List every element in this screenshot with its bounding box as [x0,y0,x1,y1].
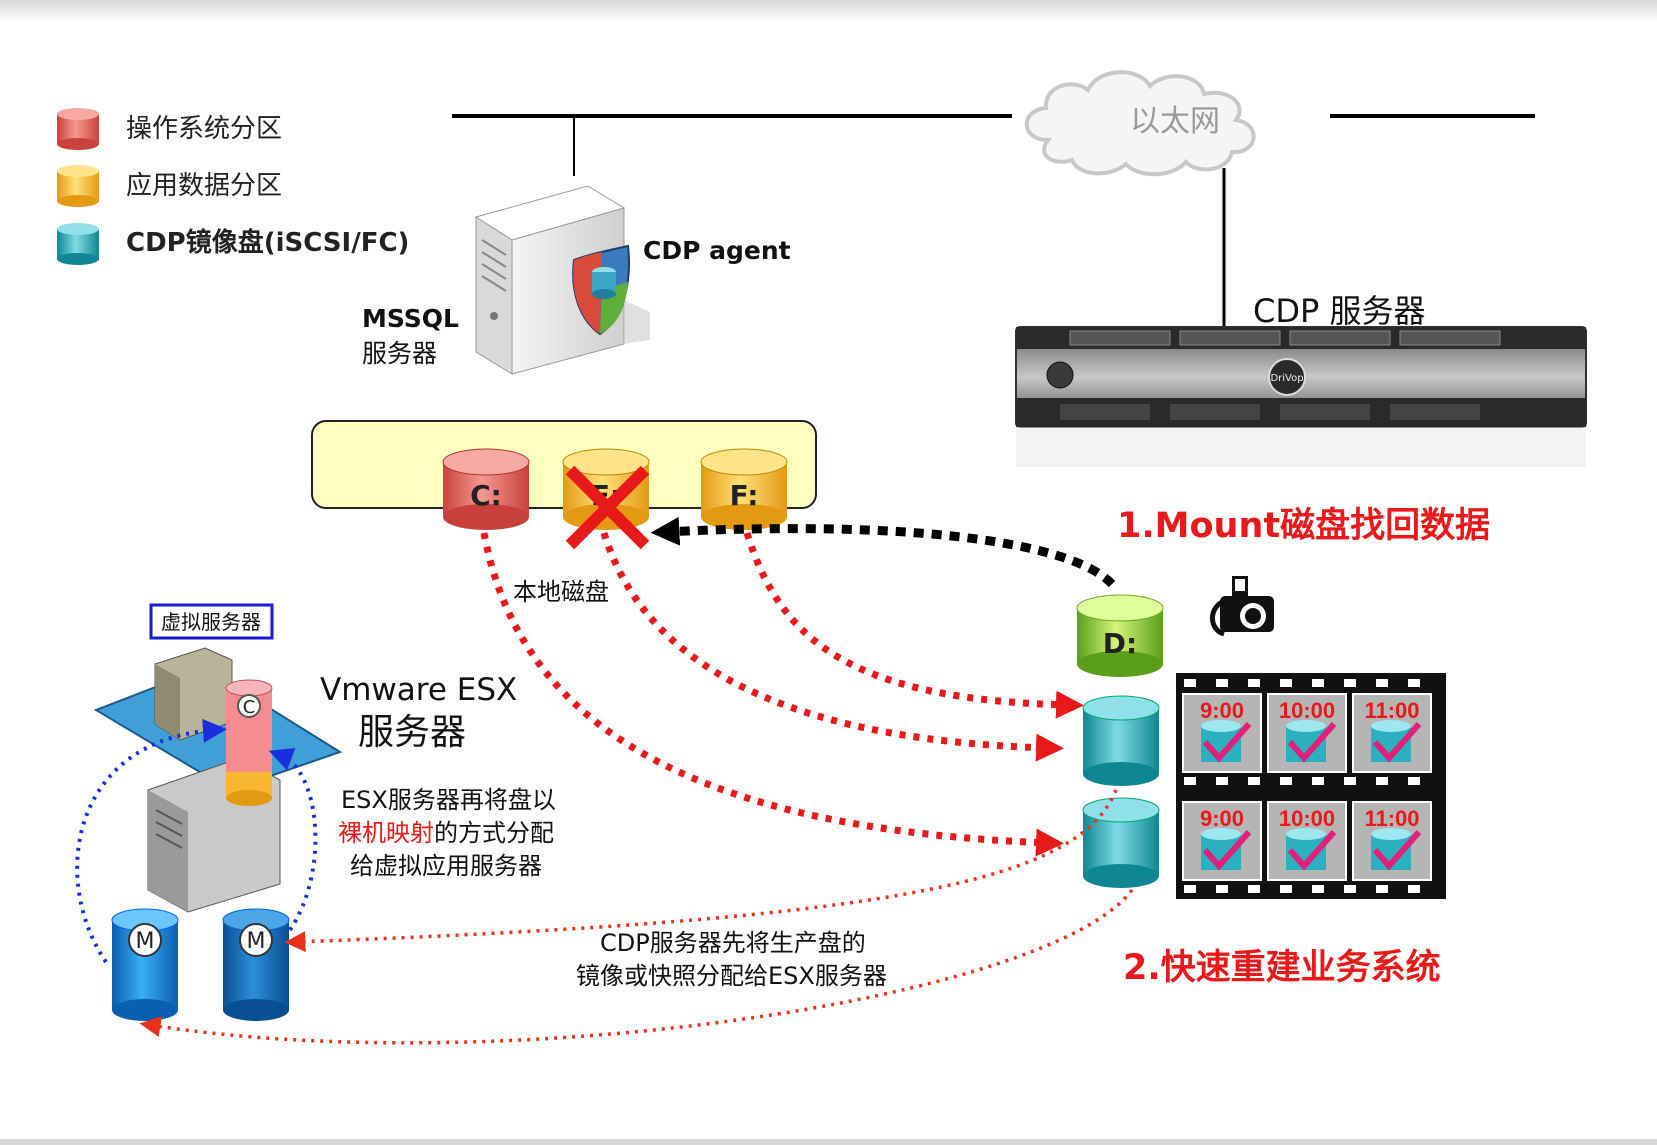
cdp-note-line2: 镜像或快照分配给ESX服务器 [576,962,887,990]
cdp-agent-label: CDP agent [643,236,791,265]
snapshot-time: 9:00 [1200,698,1244,723]
m-disk-2: M [222,908,290,1021]
esx-note-highlight: 裸机映射 [338,819,434,847]
esx-note-line3: 给虚拟应用服务器 [350,852,542,880]
disk-e: E: [562,448,650,530]
step1-label: 1.Mount磁盘找回数据 [1117,505,1490,546]
disk-d: D: [1076,594,1164,677]
ethernet-label: 以太网 [1130,104,1220,139]
mirror-disk-2 [1082,797,1160,888]
local-disk-caption: 本地磁盘 [513,578,609,606]
legend-item-app: 应用数据分区 [57,165,282,207]
cloud-icon [1024,70,1256,177]
esx-server-label: 服务器 [358,712,466,753]
virtual-server-tag [149,603,274,640]
cdp-note-line1: CDP服务器先将生产盘的 [600,929,866,957]
snapshot-frame: 11:00 [1352,801,1432,881]
mssql-label: MSSQL [362,304,459,333]
virtual-server-tag-label: 虚拟服务器 [161,610,261,634]
esx-server-icon: C [93,647,343,913]
check-icon [1287,722,1337,763]
cdp-rack-server-icon: DriVop [1015,326,1587,467]
disk-f: F: [700,448,788,530]
legend-label-mirror: CDP镜像盘(iSCSI/FC) [126,227,409,258]
disk-c-label: C: [470,479,502,512]
esx-label: Vmware ESX [320,672,517,708]
check-icon [1372,830,1422,871]
raw-mapping-arrows [75,718,318,964]
top-gradient-bar [0,0,1657,22]
mount-arrow [650,516,1116,588]
disk-c: C: [442,448,530,530]
esx-note-part2: 的方式分配 [434,819,554,847]
snapshot-time: 11:00 [1364,698,1419,723]
snapshot-time: 11:00 [1364,806,1419,831]
legend-label-app: 应用数据分区 [126,171,282,201]
replication-arrows [480,531,1084,857]
legend-item-mirror: CDP镜像盘(iSCSI/FC) [57,223,409,265]
disk-d-label: D: [1103,627,1137,660]
snapshot-frame: 9:00 [1182,801,1262,881]
snapshot-time: 9:00 [1200,806,1244,831]
snapshot-frame: 10:00 [1267,801,1347,881]
step2-label: 2.快速重建业务系统 [1123,948,1441,988]
cdp-server-brand: DriVop [1270,373,1303,384]
mssql-server-label: 服务器 [362,339,437,368]
failure-x-icon [565,465,650,550]
check-icon [1287,830,1337,871]
snapshot-time: 10:00 [1279,806,1335,831]
check-icon [1202,830,1252,871]
legend-item-os: 操作系统分区 [57,108,282,150]
check-icon [1372,722,1422,763]
vm-disk-label: C [243,697,256,718]
cdp-server-label: CDP 服务器 [1253,292,1425,330]
legend: 操作系统分区 应用数据分区 CDP镜像盘(iSCSI/FC) [57,108,409,265]
snapshot-filmstrip: 9:00 10:00 11:00 9:00 10:00 11:00 [1176,673,1446,899]
m-disk-2-label: M [247,929,266,954]
m-disk-1-label: M [136,929,155,954]
mirror-disk-1 [1082,695,1160,786]
legend-label-os: 操作系统分区 [126,114,282,144]
snapshot-frame: 10:00 [1267,693,1347,773]
snapshot-frame: 11:00 [1352,693,1432,773]
esx-note-line2: 裸机映射的方式分配 [338,819,554,847]
assign-arrows [139,789,1134,1045]
snapshot-frame: 9:00 [1182,693,1262,773]
check-icon [1202,722,1252,763]
mssql-server-icon [474,185,650,375]
m-disk-1: M [111,908,179,1021]
bottom-bar [0,1139,1657,1145]
esx-note-line1: ESX服务器再将盘以 [341,786,556,814]
snapshot-time: 10:00 [1279,698,1335,723]
disk-f-label: F: [730,479,759,512]
camera-icon [1210,576,1274,637]
ethernet: 以太网 [452,70,1535,328]
